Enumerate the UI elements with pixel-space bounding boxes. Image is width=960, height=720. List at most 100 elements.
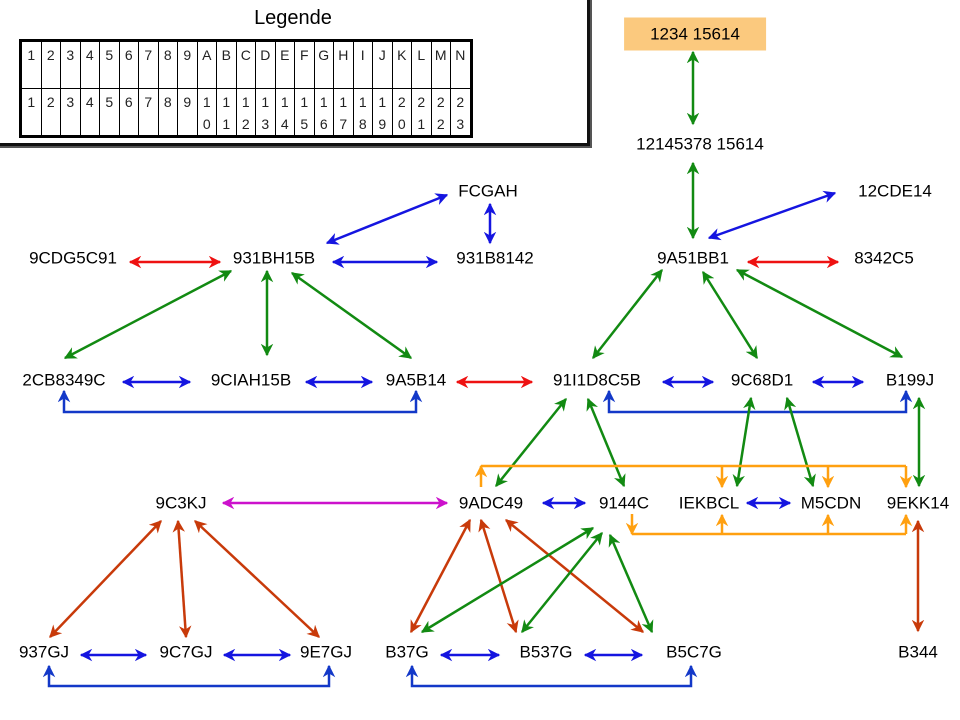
node-931B8142[interactable]: 931B8142 — [456, 248, 534, 268]
legend-code-cell: H — [333, 40, 354, 89]
legend-value-cell: 7 — [138, 88, 159, 137]
node-9C3KJ[interactable]: 9C3KJ — [155, 493, 207, 513]
edge-n91I1D8C5B-nB199J — [602, 389, 913, 414]
legend-code-cell: 3 — [60, 40, 81, 89]
node-9CIAH15B[interactable]: 9CIAH15B — [210, 370, 292, 390]
legend-title: Legende — [254, 7, 332, 29]
legend-code-cell: 8 — [157, 40, 178, 89]
legend-code-cell: 7 — [138, 40, 159, 89]
node-12145378-15614[interactable]: 12145378 15614 — [636, 134, 764, 154]
edge-n91I1D8C5B-n9ADC49 — [495, 398, 567, 487]
edge-n9C68D1-nM5CDN — [784, 396, 816, 488]
node-9A5B14[interactable]: 9A5B14 — [385, 370, 447, 390]
node-9C7GJ[interactable]: 9C7GJ — [159, 642, 213, 662]
node-931BH15B[interactable]: 931BH15B — [232, 248, 316, 268]
legend-value-cell: 6 — [118, 88, 139, 137]
legend-code-cell: D — [255, 40, 276, 89]
legend-code-cell: F — [294, 40, 315, 89]
edge-n937GJ-n9E7GJ — [42, 664, 336, 688]
edge-n9A51BB1-n91I1D8C5B — [592, 269, 663, 359]
legend-value-cell: 5 — [99, 88, 120, 137]
edge-n9A51BB1-n12CDE14 — [707, 190, 837, 241]
legend-code-cell: A — [196, 40, 217, 89]
edge-n9C68D1-nIEKBCL — [732, 396, 756, 488]
node-9E7GJ[interactable]: 9E7GJ — [300, 642, 352, 662]
edge-n9C3KJ-n9C7GJ — [172, 519, 192, 639]
edge-n9ADC49-nB537G — [478, 518, 519, 634]
legend-value-cell: 4 — [79, 88, 100, 137]
edge-n9144C-nB5C7G — [608, 533, 654, 634]
edge-n9ADC49-nB5C7G — [505, 519, 644, 633]
node-B537G[interactable]: B537G — [519, 642, 573, 662]
edge-n9C3KJ-n937GJ — [49, 520, 162, 638]
node-9CDG5C91[interactable]: 9CDG5C91 — [29, 248, 117, 268]
legend-value-cell: 2 — [40, 88, 61, 137]
node-2CB8349C[interactable]: 2CB8349C — [22, 370, 106, 390]
node-root[interactable]: 1234 15614 — [624, 17, 766, 51]
legend-value-cell: 9 — [177, 88, 198, 137]
edge-n9A51BB1-nB199J — [735, 268, 904, 359]
node-B37G[interactable]: B37G — [385, 642, 429, 662]
edge-n9C3KJ-n9E7GJ — [194, 520, 320, 638]
legend-code-cell: L — [411, 40, 432, 89]
node-B199J[interactable]: B199J — [885, 370, 935, 390]
legend-code-cell: G — [313, 40, 334, 89]
node-9C68D1[interactable]: 9C68D1 — [730, 370, 794, 390]
legend-code-cell: B — [216, 40, 237, 89]
node-9ADC49[interactable]: 9ADC49 — [458, 493, 524, 513]
edge-n2CB8349C-n9A5B14 — [57, 389, 423, 414]
edge-n931BH15B-n2CB8349C — [63, 269, 233, 360]
legend-code-cell: 1 — [20, 40, 42, 89]
node-12CDE14[interactable]: 12CDE14 — [858, 181, 932, 201]
legend-value-cell: 8 — [157, 88, 178, 137]
edge-n9A51BB1-n9C68D1 — [701, 270, 759, 360]
edge-n9144C-nB537G — [521, 532, 603, 633]
node-FCGAH[interactable]: FCGAH — [458, 181, 518, 201]
node-B344[interactable]: B344 — [898, 642, 938, 662]
node-937GJ[interactable]: 937GJ — [18, 642, 70, 662]
legend-code-cell: E — [274, 40, 295, 89]
node-91I1D8C5B[interactable]: 91I1D8C5B — [553, 370, 641, 390]
legend-code-cell: C — [235, 40, 256, 89]
edge-n9ADC49-nB37G — [409, 518, 472, 634]
node-9A51BB1[interactable]: 9A51BB1 — [657, 248, 729, 268]
legend-code-cell: 6 — [118, 40, 139, 89]
node-IEKBCL[interactable]: IEKBCL — [678, 493, 740, 513]
edge-nB37G-nB5C7G — [405, 664, 698, 688]
edge-n931BH15B-n9A5B14 — [290, 271, 413, 360]
legend-value-cell: 1 — [20, 88, 42, 137]
node-9EKK14[interactable]: 9EKK14 — [886, 493, 950, 513]
edge-n91I1D8C5B-n9144C — [586, 397, 626, 488]
legend-code-cell: 2 — [40, 40, 61, 89]
legend-code-cell: K — [391, 40, 412, 89]
legend-code-cell: I — [352, 40, 373, 89]
legend-code-cell: 4 — [79, 40, 100, 89]
legend-code-cell: 9 — [177, 40, 198, 89]
legend-code-cell: 5 — [99, 40, 120, 89]
node-B5C7G[interactable]: B5C7G — [666, 642, 722, 662]
legend-code-cell: J — [372, 40, 393, 89]
node-8342C5[interactable]: 8342C5 — [854, 248, 914, 268]
edge-n931BH15B-nFCGAH — [325, 193, 449, 245]
node-M5CDN[interactable]: M5CDN — [800, 493, 862, 513]
node-9144C[interactable]: 9144C — [598, 493, 650, 513]
